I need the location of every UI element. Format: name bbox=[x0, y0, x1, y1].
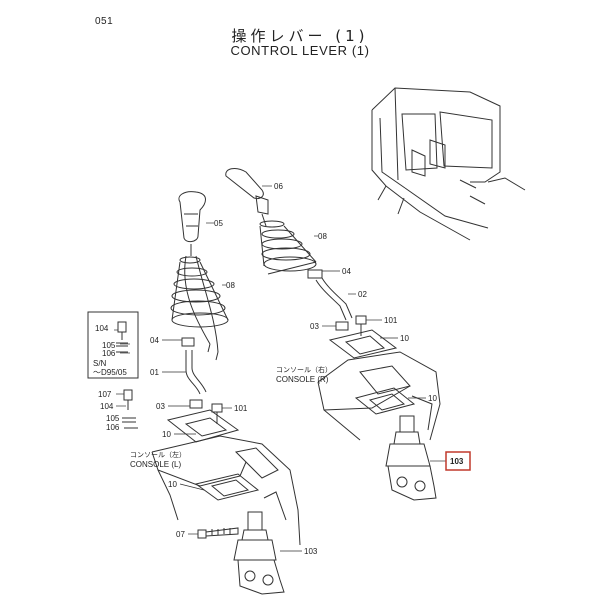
inset-serial-range: ～D95/05 bbox=[93, 368, 127, 377]
label-101-right: 101 bbox=[384, 316, 398, 325]
left-bolt-101 bbox=[211, 403, 223, 424]
inset-box bbox=[87, 311, 139, 379]
right-nut-03 bbox=[335, 321, 349, 331]
console-right-label-en: CONSOLE (R) bbox=[276, 375, 329, 384]
label-06: 06 bbox=[274, 182, 283, 191]
right-pilot-valve-103 bbox=[385, 415, 437, 501]
inset-parts bbox=[116, 321, 128, 353]
console-left-label-jp: コンソール（左） bbox=[130, 450, 186, 459]
label-07: 07 bbox=[176, 530, 185, 539]
label-10-right-lower: 10 bbox=[428, 394, 437, 403]
left-console-body bbox=[151, 435, 301, 546]
inset-serial-label: S/N bbox=[93, 359, 107, 368]
left-plate-10a bbox=[166, 409, 240, 443]
label-105: 105 bbox=[106, 414, 120, 423]
highlight-box-103 bbox=[445, 451, 471, 471]
label-03-left: 03 bbox=[156, 402, 165, 411]
label-04-right: 04 bbox=[342, 267, 351, 276]
leader-lines bbox=[114, 185, 446, 552]
right-lever-02 bbox=[315, 277, 353, 321]
left-nut-03 bbox=[189, 399, 203, 409]
console-right-label-jp: コンソール（右） bbox=[276, 365, 332, 374]
right-plate-10b bbox=[354, 387, 416, 415]
label-10-left-lower: 10 bbox=[168, 480, 177, 489]
left-screw-107 bbox=[122, 389, 138, 429]
label-03-right: 03 bbox=[310, 322, 319, 331]
inset-label-106: 106 bbox=[102, 349, 116, 358]
label-08-right: 08 bbox=[318, 232, 327, 241]
left-bolt-07 bbox=[197, 527, 239, 539]
left-pilot-valve-103 bbox=[233, 511, 285, 595]
left-lever-01 bbox=[185, 350, 207, 395]
label-04-left: 04 bbox=[150, 336, 159, 345]
left-knob-05 bbox=[178, 191, 206, 256]
label-10-left-upper: 10 bbox=[162, 430, 171, 439]
label-103-right: 103 bbox=[450, 457, 464, 466]
label-104: 104 bbox=[100, 402, 114, 411]
right-plate-10a bbox=[328, 329, 398, 359]
console-left-label-en: CONSOLE (L) bbox=[130, 460, 181, 469]
label-101-left: 101 bbox=[234, 404, 248, 413]
label-10-right-upper: 10 bbox=[400, 334, 409, 343]
right-knob-06 bbox=[225, 168, 269, 227]
inset-label-105: 105 bbox=[102, 341, 116, 350]
right-console-body bbox=[317, 351, 441, 441]
inset-label-104: 104 bbox=[95, 324, 109, 333]
label-05: 05 bbox=[214, 219, 223, 228]
left-plate-10b bbox=[194, 473, 260, 501]
label-103-left: 103 bbox=[304, 547, 318, 556]
label-08-left: 08 bbox=[226, 281, 235, 290]
page-number: 051 bbox=[95, 16, 114, 27]
title-english: CONTROL LEVER (1) bbox=[230, 43, 370, 58]
label-106: 106 bbox=[106, 423, 120, 432]
left-nut-04 bbox=[181, 337, 195, 347]
right-boot-08 bbox=[259, 220, 317, 275]
right-bolt-101 bbox=[355, 315, 367, 336]
label-107: 107 bbox=[98, 390, 112, 399]
left-boot-08 bbox=[170, 255, 229, 361]
label-02: 02 bbox=[358, 290, 367, 299]
label-01: 01 bbox=[150, 368, 159, 377]
title-japanese: 操作レバー (1) bbox=[231, 27, 369, 45]
right-nut-04 bbox=[307, 269, 323, 279]
machine-cab-illustration bbox=[371, 87, 526, 241]
